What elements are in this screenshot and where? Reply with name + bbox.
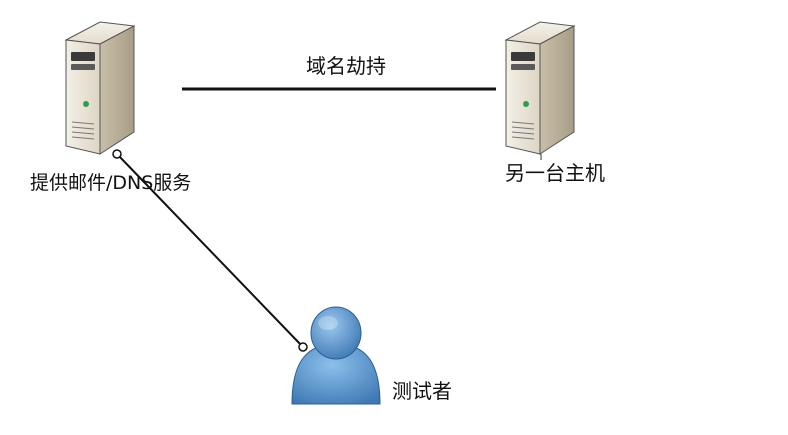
- edge-label-hijack: 域名劫持: [306, 54, 386, 78]
- server-icon: [504, 21, 576, 160]
- edge-endpoint-top: [112, 149, 122, 159]
- node-label-mail-dns-server: 提供邮件/DNS服务: [30, 172, 192, 194]
- edge-endpoint-bottom: [298, 342, 308, 352]
- server-icon: [64, 21, 136, 155]
- user-icon: [291, 306, 381, 405]
- node-label-tester: 测试者: [392, 379, 452, 403]
- node-label-other-host: 另一台主机: [505, 161, 605, 185]
- edge-tester-line: [116, 153, 304, 348]
